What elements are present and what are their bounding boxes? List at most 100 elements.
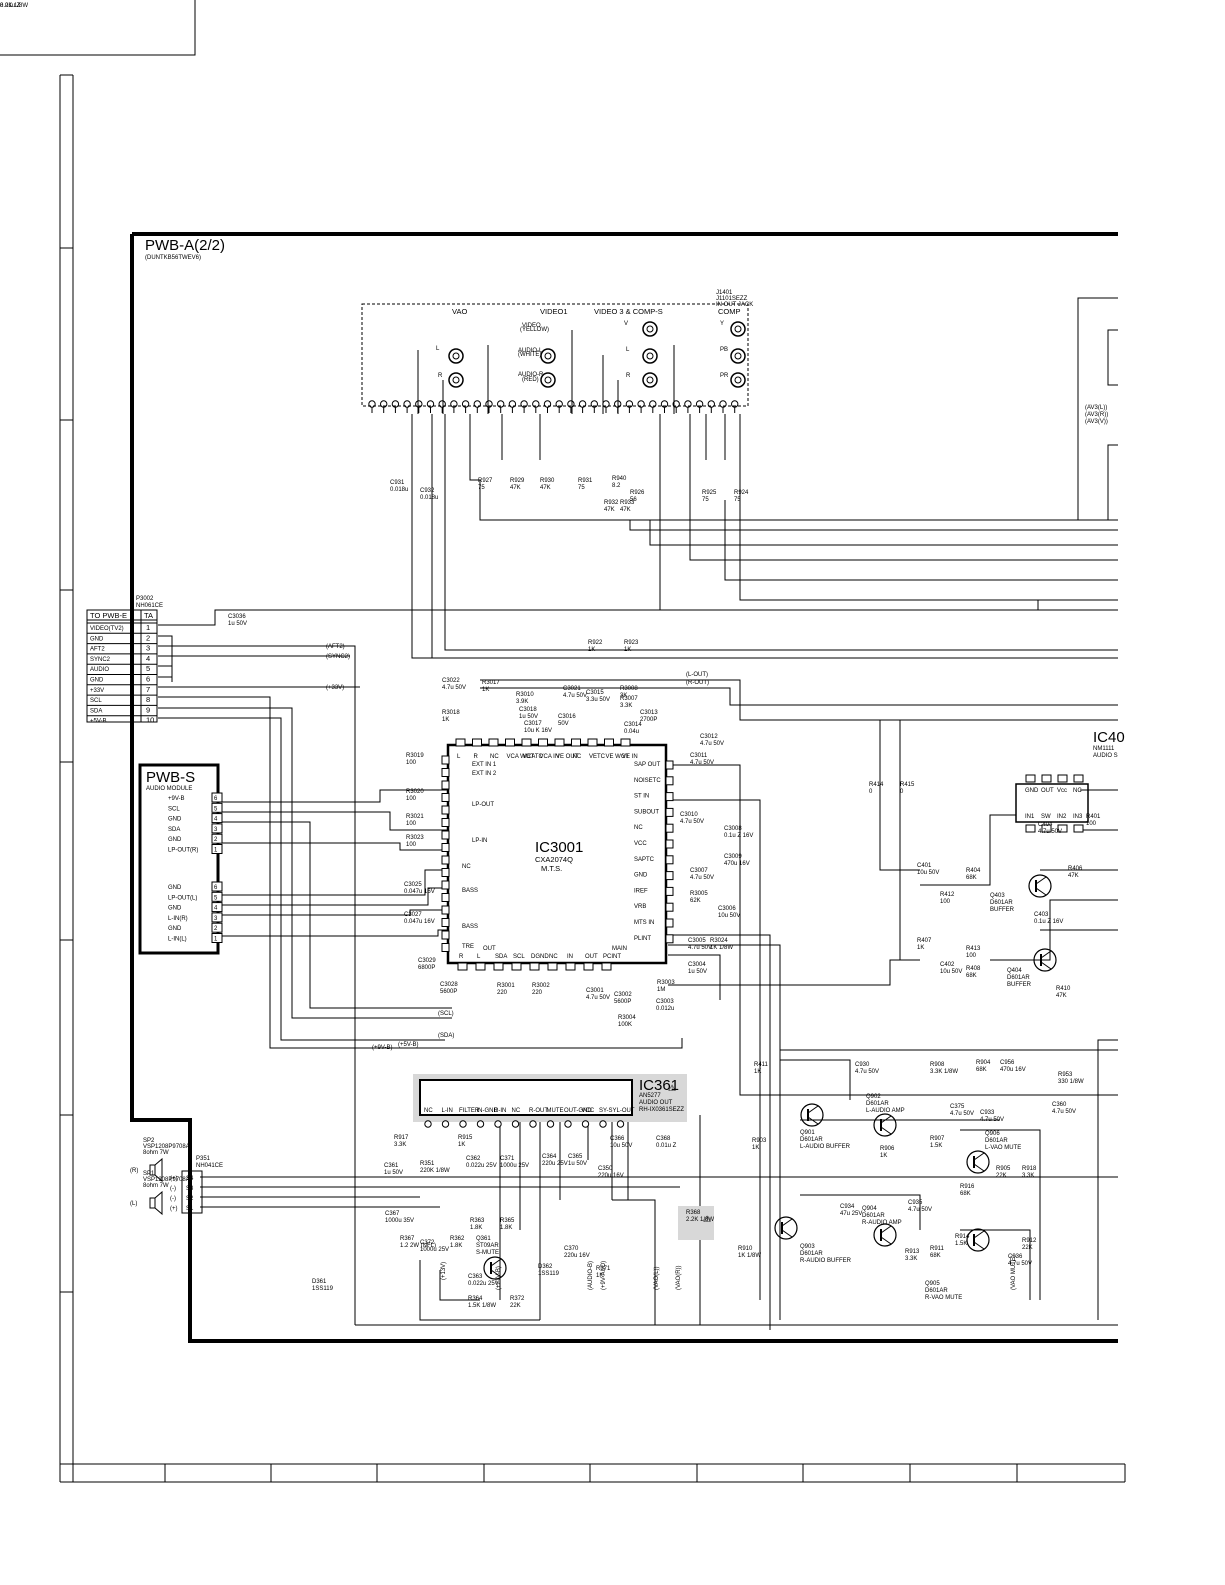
component-ref: R904 [976,1060,991,1066]
ic361-func: AUDIO OUT [639,1100,673,1106]
component-value: 4.7u 50V [680,819,704,825]
component-ref: R363 [470,1218,485,1224]
rca-jack [642,348,658,364]
component-ref: R362 [450,1236,465,1242]
pwb-s-pin-num: 3 [214,916,218,922]
p351-polarity: (+) [170,1176,178,1182]
net-label: (AUDIO-B) [588,1261,594,1290]
ic3001-left-label: EXT IN 2 [472,771,497,777]
ic361-pin: NC [512,1108,521,1114]
component-ref: R3019 [406,753,424,759]
p3002-header-left: TO PWB-E [90,611,127,620]
transistor-symbol [774,1216,798,1240]
transistor-func: S-MUTE [476,1250,499,1256]
ic3001-bottom-pin: SCL [513,954,525,960]
component-ref: R3021 [406,814,424,820]
jack-label: R [438,373,443,379]
component-value: 10u K 16V [524,728,552,734]
p3002-pin-name: +5V-B [90,719,107,725]
transistor-func: BUFFER [990,907,1015,913]
component-value: 8.2K 1/8W [0,3,28,9]
component-value: 22K [1022,1245,1033,1251]
component-value: 1K [752,1145,759,1151]
component-value: 56 [630,497,637,503]
ic361-pin: MUTE [547,1108,564,1114]
component-value: 6800P [418,965,435,971]
ic3001-group-label: OUT [483,946,496,952]
component-value: 1u 50V [688,969,707,975]
net-label: (VAO(R)) [676,1265,682,1290]
transistor-ref: Q902 [866,1094,881,1100]
p3002-pin-num: 7 [146,685,150,694]
component-value: 1u 50V [384,1170,403,1176]
component-ref: R925 [702,490,717,496]
board-title: PWB-A(2/2) [145,237,225,254]
jack-label: R [626,373,631,379]
component-value: 3.3K [905,1256,917,1262]
transistor-symbol [966,1228,990,1252]
net-label: (L-OUT) [686,672,708,678]
component-ref: C368 [656,1136,671,1142]
component-value: 4.7u 50V [442,685,466,691]
component-value: 47K [510,485,521,491]
net-label: (AFT2) [326,644,345,650]
transistor-symbol [873,1223,897,1247]
p3002-pin-name: +33V [90,688,104,694]
p3002-pin-name: SYNC2 [90,657,111,663]
component-ref: C363 [468,1274,483,1280]
p3002-header-right: TA [144,611,153,620]
transistor-ref: Q404 [1007,968,1022,974]
rca-jack [642,372,658,388]
component-value: 47K [1056,993,1067,999]
ic361-pin: VCC [582,1108,595,1114]
component-ref: C3003 [656,999,674,1005]
component-ref: C372 [420,1240,435,1246]
component-value: 10u 50V [917,870,939,876]
component-ref: C401 [917,863,932,869]
pwb-s-pin-num: 6 [214,796,218,802]
component-ref: R411 [754,1062,769,1068]
component-value: 4.7u 50V [1038,829,1062,835]
component-ref: R940 [612,476,627,482]
p3002-pin-name: VIDEO(TV2) [90,626,124,632]
component-ref: R933 [620,500,635,506]
p3002-pin-num: 1 [146,623,150,632]
pwb-s-pin-name: GND [168,885,182,891]
component-ref: R3004 [618,1015,636,1021]
component-value: 100 [406,821,417,827]
pwb-s-pin-name: LP-OUT(L) [168,895,197,901]
r367-highlight [678,1206,714,1240]
p351-pin: S3 [186,1186,194,1192]
component-ref: C402 [940,962,955,968]
ic3001-part: CXA2074Q [535,855,573,864]
component-value: 47K [1068,873,1079,879]
component-ref: R927 [478,478,493,484]
component-value: 3.3K [394,1142,406,1148]
component-ref: R916 [960,1184,975,1190]
ic3001-ref: IC3001 [535,839,583,856]
component-value: 1K [880,1153,887,1159]
ic3001-right-pin: MTS IN [634,920,654,926]
component-ref: C373 [0,0,15,2]
component-ref: R371 [596,1266,611,1272]
component-value: 2700P [640,717,657,723]
ic3001-top-pin: NC [573,754,582,760]
ic401-pin: GND [1025,788,1039,794]
rca-jack [642,321,658,337]
component-ref: R907 [930,1136,945,1142]
component-value: 75 [478,485,485,491]
component-ref: C3015 [586,690,604,696]
component-ref: R932 [604,500,619,506]
component-ref: R407 [917,938,932,944]
component-ref: C932 [420,488,435,494]
component-ref: C3016 [558,714,576,720]
ic401-pin: SW [1041,814,1051,820]
component-ref: D362 [538,1264,553,1270]
ic3001-right-pin: NC [634,825,643,831]
component-value: 3.3u 50V [586,697,610,703]
pwb-s-pin-num: 6 [214,885,218,891]
pwb-s-pin-num: 1 [214,937,218,943]
jack-group-video3: VIDEO 3 & COMP-S [594,307,663,316]
